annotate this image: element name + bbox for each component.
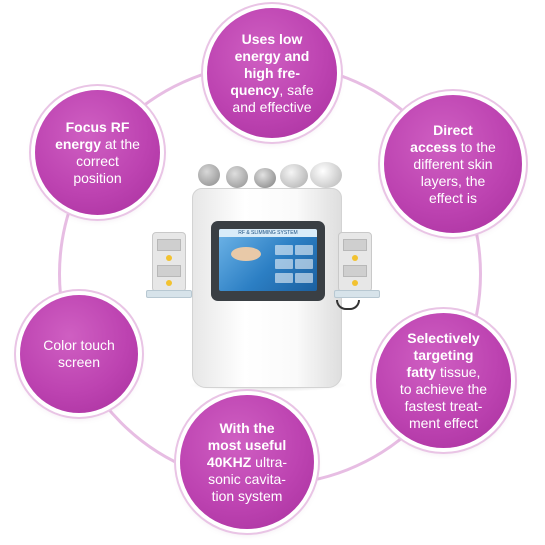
lipo-laser-paddle-left [152, 232, 186, 292]
lipo-laser-paddle-right [338, 232, 372, 292]
body-figure-image [231, 247, 261, 261]
large-rf-handpiece [310, 162, 342, 188]
feature-bubble-ultrasonic-cavitation: With the most useful 40KHZ ultra- sonic … [180, 395, 314, 529]
feature-text: Direct access to the different skin laye… [410, 121, 496, 206]
feature-text: Color touch screen [43, 337, 115, 370]
rf-handpiece-3 [254, 168, 276, 188]
feature-text: Selectively targeting fatty tissue, to a… [399, 329, 488, 431]
screen-tile [295, 259, 313, 269]
feature-text: Uses low energy and high fre- quency, sa… [230, 30, 314, 115]
touch-screen: RF & SLIMMING SYSTEM [219, 229, 317, 291]
feature-bubble-direct-access: Direct access to the different skin laye… [384, 95, 522, 233]
screen-tile [295, 273, 313, 283]
feature-bubble-low-energy: Uses low energy and high fre- quency, sa… [207, 8, 337, 138]
screen-tile [275, 259, 293, 269]
feature-bubble-fatty-tissue: Selectively targeting fatty tissue, to a… [376, 313, 511, 448]
screen-tile [295, 245, 313, 255]
feature-bubble-touch-screen: Color touch screen [20, 295, 138, 413]
feature-bubble-focus-rf: Focus RF energy at the correct position [35, 90, 160, 215]
screen-tile [275, 273, 293, 283]
rf-handpiece-2 [226, 166, 248, 188]
screen-bezel: RF & SLIMMING SYSTEM [211, 221, 325, 301]
feature-text: Focus RF energy at the correct position [55, 118, 140, 186]
screen-tile [275, 245, 293, 255]
cavitation-handpiece [280, 164, 308, 188]
cavitation-device: RF & SLIMMING SYSTEM [140, 140, 400, 400]
device-body: RF & SLIMMING SYSTEM [192, 188, 342, 388]
screen-title-bar: RF & SLIMMING SYSTEM [219, 229, 317, 237]
paddle-tray-right [334, 290, 380, 298]
feature-text: With the most useful 40KHZ ultra- sonic … [206, 419, 288, 504]
paddle-tray-left [146, 290, 192, 298]
rf-handpiece-1 [198, 164, 220, 186]
